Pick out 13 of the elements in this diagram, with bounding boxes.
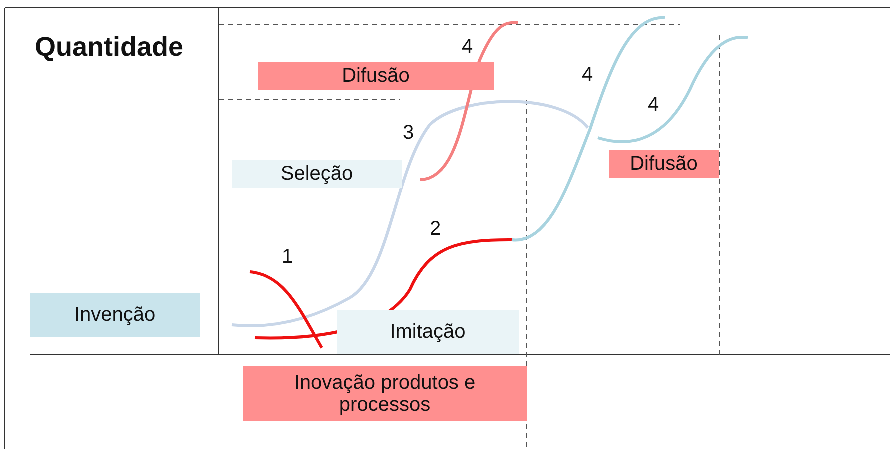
stage-label: Invenção [30,293,200,337]
stage-label: Difusão [258,62,494,90]
stage-label: Difusão [609,150,719,178]
stage-label: Imitação [337,310,519,354]
axis-title: Quantidade [35,32,184,63]
curve-number: 4 [648,94,660,117]
stage-label: Inovação produtos e processos [243,366,527,421]
curve-number: 4 [582,64,594,87]
curve-number: 2 [430,218,442,241]
curve-number: 3 [403,122,414,145]
curve-number: 1 [282,246,294,269]
stage-label: Seleção [232,160,402,188]
curve-number: 4 [462,36,474,59]
